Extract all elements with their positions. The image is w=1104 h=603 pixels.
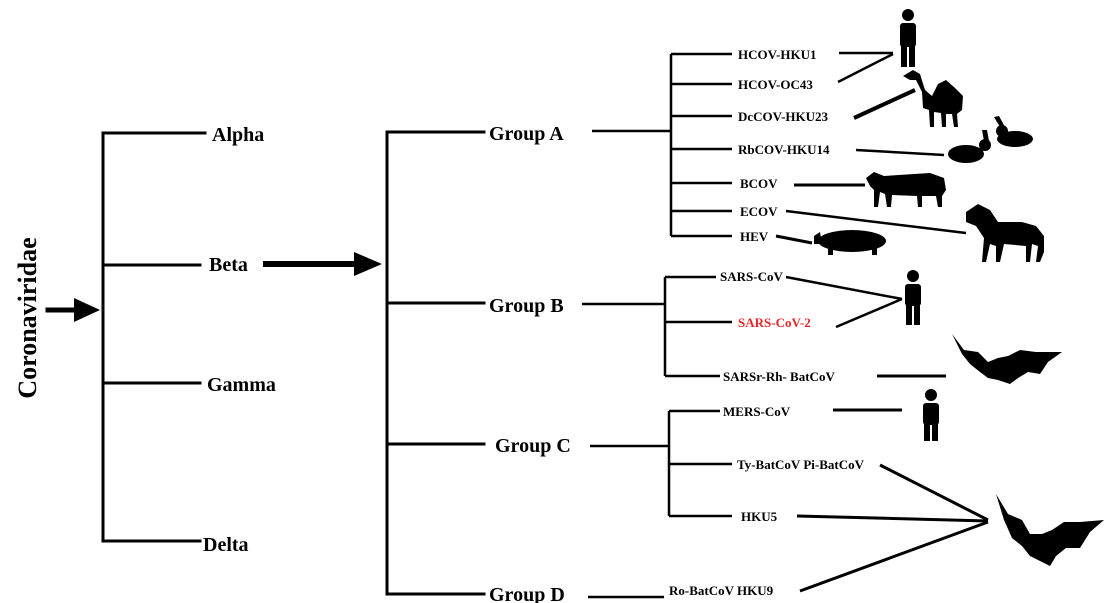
group-a-subtree [592, 52, 732, 238]
human-icon [923, 389, 939, 441]
virus-hku5: HKU5 [741, 509, 778, 524]
genus-bracket [101, 131, 207, 543]
virus-ro-batcov-hku9: Ro-BatCoV HKU9 [669, 583, 774, 598]
genus-beta: Beta [209, 254, 248, 276]
bat-icon [996, 494, 1104, 566]
group-a-label: Group A [489, 123, 564, 145]
virus-mers-cov: MERS-CoV [723, 404, 791, 419]
virus-bcov: BCOV [740, 176, 778, 191]
group-d-label: Group D [489, 584, 565, 603]
human-icon [905, 270, 921, 325]
virus-sarsr-rh-batcov: SARSr-Rh- BatCoV [723, 369, 835, 384]
group-b-subtree [582, 275, 732, 378]
rabbit-icon [948, 116, 1033, 163]
human-icon [900, 9, 916, 67]
beta-arrow [263, 252, 382, 276]
virus-dccov-hku23: DcCOV-HKU23 [738, 109, 829, 124]
virus-sars-cov: SARS-CoV [720, 269, 783, 284]
virus-hev: HEV [740, 229, 769, 244]
virus-hcov-hku1: HCOV-HKU1 [738, 47, 816, 62]
group-c-subtree [590, 409, 732, 518]
horse-icon [966, 204, 1044, 262]
genus-alpha: Alpha [212, 124, 264, 146]
group-bracket [385, 130, 486, 596]
pig-icon [814, 230, 886, 255]
bat-icon [952, 334, 1062, 384]
camel-icon [903, 70, 963, 127]
root-arrow [45, 298, 100, 322]
genus-delta: Delta [203, 534, 249, 556]
group-d-subtree [588, 520, 989, 599]
virus-ecov: ECOV [740, 204, 778, 219]
virus-sars-cov-2: SARS-CoV-2 [738, 315, 811, 330]
group-b-label: Group B [489, 295, 564, 317]
virus-ty-pi-batcov: Ty-BatCoV Pi-BatCoV [737, 457, 865, 472]
group-a-host-links [775, 51, 967, 245]
genus-gamma: Gamma [207, 374, 276, 396]
virus-hcov-oc43: HCOV-OC43 [738, 77, 813, 92]
group-b-host-links [785, 275, 946, 378]
group-c-label: Group C [495, 435, 571, 457]
group-c-host-links [796, 408, 989, 523]
cow-icon [866, 172, 946, 207]
root-label: Coronaviridae [13, 237, 42, 398]
virus-rbcov-hku14: RbCOV-HKU14 [738, 142, 830, 157]
